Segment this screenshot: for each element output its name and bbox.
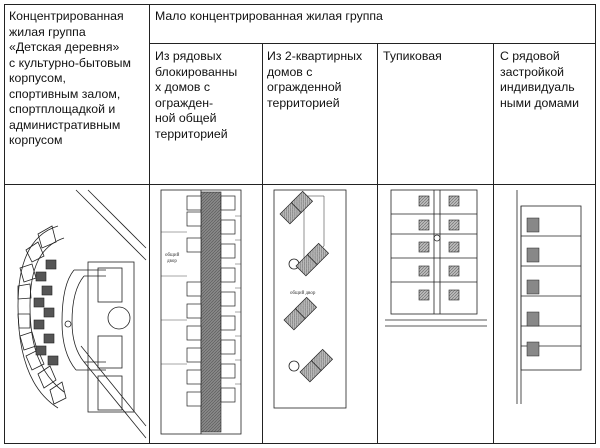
diagram-duplex: общий двор [273,189,347,409]
table-border-right [595,4,596,444]
shared-yard-strip [200,191,222,433]
table-border-left [4,4,5,444]
table-divider-col3 [377,43,378,444]
diagram-childrens-village [17,189,147,439]
subheader-duplex: Из 2-квартирных домов с огражденной терр… [267,49,363,110]
subheader-cul-de-sac: Тупиковая [383,49,442,63]
table-divider-header-body [4,184,596,185]
diagram-individual-row [516,190,582,404]
table-divider-col4 [493,43,494,444]
header-concentrated-group: Концентрированная жилая группа «Детская … [9,9,131,147]
header-low-concentrated-group: Мало концентрированная жилая группа [155,9,383,23]
table-border-bottom [4,443,596,444]
diagram-cul-de-sac [385,189,487,327]
table-divider-col2 [262,43,263,444]
table-divider-col1 [149,4,150,444]
subheader-individual-row: С рядовой застройкой индивидуаль ными до… [500,49,579,110]
table-divider-subheader [149,43,596,44]
subheader-row-blocked: Из рядовых блокированны х домов с огражд… [155,49,238,141]
label-common-yard-duplex: общий двор [290,291,316,296]
table-border-top [4,4,596,5]
